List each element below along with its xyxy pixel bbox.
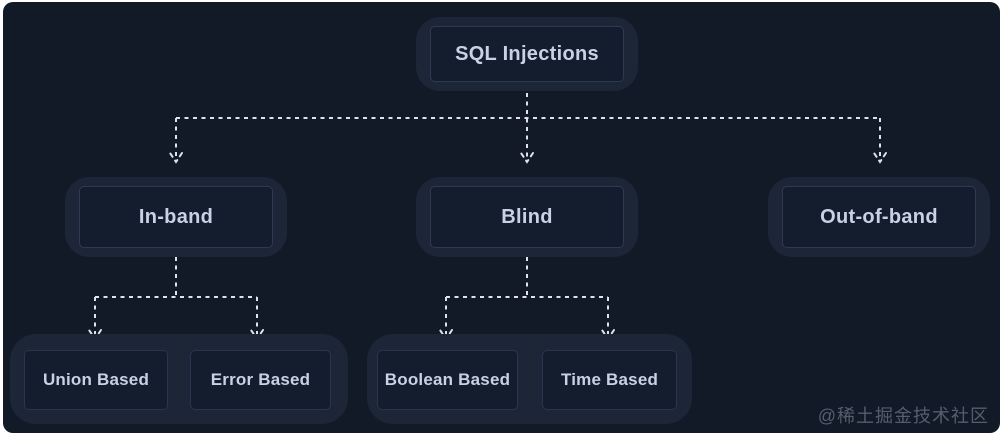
node-time-based-label: Time Based [560,370,659,389]
node-in-band: In-band [65,177,287,257]
node-boolean-based-label: Boolean Based [384,370,511,389]
node-union-based: Union Based [24,350,168,410]
node-error-based-label: Error Based [210,370,311,389]
node-out-of-band-box: Out-of-band [782,186,976,248]
group-blind-children: Boolean Based Time Based [367,334,692,424]
node-sql-injections-box: SQL Injections [430,26,624,82]
node-sql-injections-label: SQL Injections [455,42,599,65]
node-in-band-box: In-band [79,186,273,248]
node-time-based: Time Based [542,350,677,410]
node-blind-box: Blind [430,186,624,248]
node-boolean-based: Boolean Based [377,350,518,410]
node-out-of-band-label: Out-of-band [820,205,938,228]
node-sql-injections: SQL Injections [416,17,638,91]
node-out-of-band: Out-of-band [768,177,990,257]
node-blind-label: Blind [501,205,553,228]
node-in-band-label: In-band [138,205,214,228]
watermark: @稀土掘金技术社区 [817,406,989,426]
group-in-band-children: Union Based Error Based [10,334,348,424]
node-union-based-label: Union Based [42,370,150,389]
node-blind: Blind [416,177,638,257]
node-error-based: Error Based [190,350,331,410]
